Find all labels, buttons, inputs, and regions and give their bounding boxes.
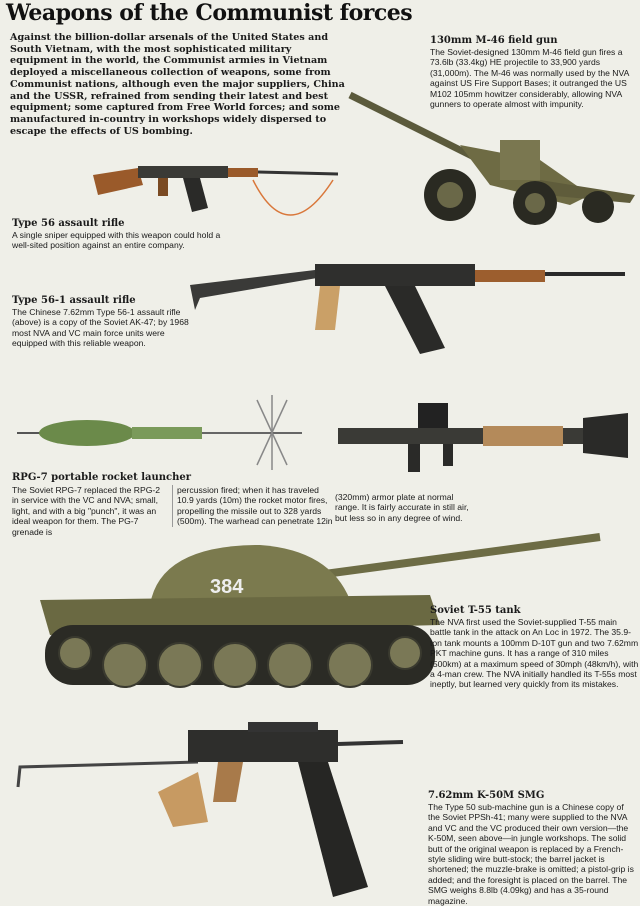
type56-rifle-illustration [93,166,339,216]
type56-1-heading: Type 56-1 assault rifle [12,295,136,306]
type56-caption: Type 56 assault rifle A single sniper eq… [12,218,227,251]
rpg7-text-col1: The Soviet RPG-7 replaced the RPG-2 in s… [12,485,161,537]
type56-1-caption: Type 56-1 assault rifle The Chinese 7.62… [12,295,192,349]
rpg7-launcher-illustration [338,403,628,472]
type56-heading: Type 56 assault rifle [12,218,125,229]
page-title: Weapons of the Communist forces [6,0,413,26]
k50m-text: The Type 50 sub-machine gun is a Chinese… [428,802,634,906]
t55-heading: Soviet T-55 tank [430,605,521,616]
field-gun-illustration [348,91,635,225]
field-gun-caption: 130mm M-46 field gun The Soviet-designed… [430,35,635,109]
rpg7-text-col2: percussion fired; when it has traveled 1… [172,485,337,527]
intro-text: Against the billion-dollar arsenals of t… [10,32,345,137]
t55-tank-illustration: 384 [40,533,601,688]
k50m-heading: 7.62mm K-50M SMG [428,790,545,801]
type56-1-text: The Chinese 7.62mm Type 56-1 assault rif… [12,307,189,349]
k50m-smg-illustration [16,722,404,897]
rpg7-caption: RPG-7 portable rocket launcher [12,472,422,484]
rpg7-text-col3: (320mm) armor plate at normal range. It … [335,492,469,523]
k50m-caption: 7.62mm K-50M SMG The Type 50 sub-machine… [428,790,638,906]
rpg7-heading: RPG-7 portable rocket launcher [12,472,192,483]
type56-text: A single sniper equipped with this weapo… [12,230,221,251]
t55-text: The NVA first used the Soviet-supplied T… [430,617,639,690]
type56-1-rifle-illustration [190,264,625,354]
t55-caption: Soviet T-55 tank The NVA first used the … [430,605,640,690]
tank-turret-number: 384 [210,576,244,598]
field-gun-heading: 130mm M-46 field gun [430,35,558,46]
field-gun-text: The Soviet-designed 130mm M-46 field gun… [430,47,629,110]
pg7-grenade-illustration [17,395,302,470]
